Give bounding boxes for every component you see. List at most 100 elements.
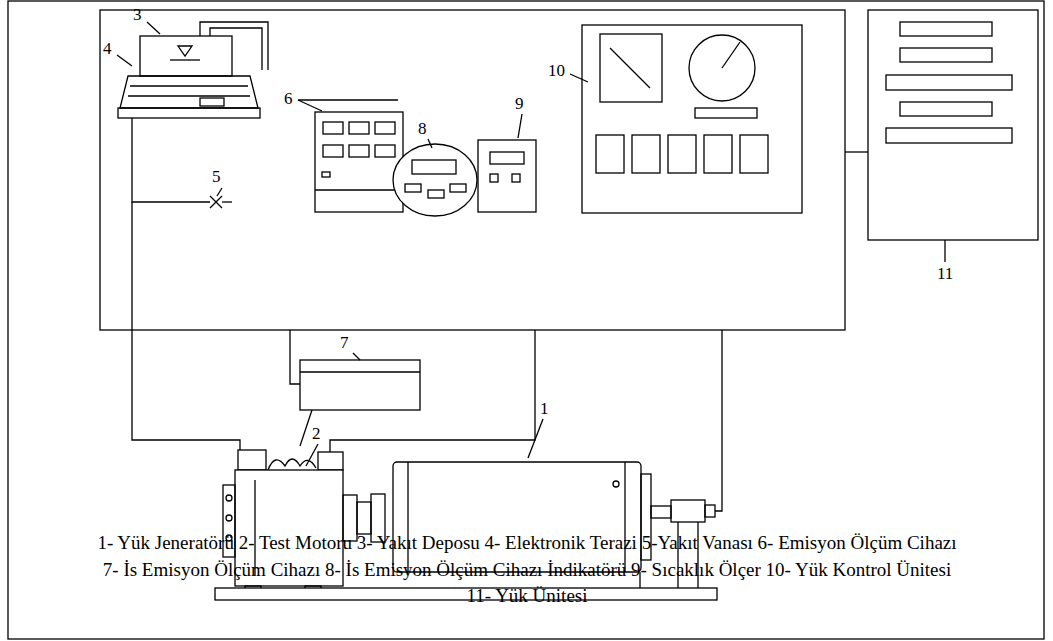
test-engine bbox=[226, 515, 232, 521]
fuel-line-and-valve bbox=[222, 201, 232, 202]
leader-line bbox=[428, 139, 432, 148]
fuel-tank-and-scale bbox=[210, 28, 262, 70]
load-unit bbox=[845, 10, 1038, 240]
speed-sensor bbox=[651, 506, 671, 518]
fuel-tank-and-scale bbox=[118, 22, 268, 118]
smoke-meter bbox=[290, 330, 535, 452]
load-control-unit bbox=[668, 135, 696, 173]
fuel-line-and-valve bbox=[132, 202, 240, 450]
smoke-indicator bbox=[428, 190, 444, 198]
coupling bbox=[357, 502, 371, 534]
load-control-unit bbox=[582, 25, 802, 213]
speed-sensor bbox=[715, 330, 722, 511]
leader-line bbox=[217, 188, 222, 196]
leader-line bbox=[147, 22, 160, 34]
emission-analyser bbox=[315, 112, 403, 212]
load-control-unit bbox=[695, 108, 757, 118]
temperature-meter bbox=[478, 140, 536, 212]
emission-analyser bbox=[375, 145, 395, 157]
leader-line bbox=[528, 419, 543, 458]
load-control-unit bbox=[722, 42, 740, 68]
fuel-tank-and-scale bbox=[128, 95, 250, 96]
fuel-tank-and-scale bbox=[170, 59, 200, 60]
load-unit bbox=[868, 10, 1038, 240]
fuel-tank-and-scale bbox=[130, 85, 248, 86]
temperature-meter bbox=[478, 140, 536, 212]
smoke-indicator bbox=[450, 184, 466, 192]
leader-line bbox=[117, 55, 132, 66]
emission-analyser bbox=[323, 122, 343, 134]
load-generator bbox=[393, 462, 641, 572]
smoke-meter bbox=[290, 330, 300, 384]
emission-analyser bbox=[315, 189, 403, 190]
temperature-meter bbox=[490, 152, 524, 164]
instrument-panel bbox=[100, 10, 845, 330]
emission-analyser bbox=[323, 145, 343, 157]
load-unit bbox=[900, 48, 992, 62]
callout-number: 4 bbox=[103, 40, 112, 58]
load-unit bbox=[900, 22, 992, 36]
smoke-meter bbox=[330, 330, 535, 452]
fuel-tank-and-scale bbox=[178, 46, 192, 56]
callout-number: 2 bbox=[312, 425, 321, 443]
figure-frame bbox=[8, 1, 1044, 639]
smoke-indicator bbox=[393, 144, 477, 216]
emission-analyser bbox=[315, 112, 403, 212]
callout-number: 9 bbox=[515, 95, 524, 113]
load-control-unit bbox=[740, 135, 768, 173]
load-control-unit bbox=[610, 48, 650, 88]
load-unit bbox=[900, 102, 992, 116]
temperature-meter bbox=[490, 174, 498, 182]
speed-sensor bbox=[671, 500, 705, 522]
test-engine bbox=[318, 452, 343, 470]
leader-line bbox=[117, 22, 945, 466]
load-generator bbox=[624, 462, 625, 572]
load-control-unit bbox=[600, 34, 662, 102]
load-control-unit bbox=[704, 135, 732, 173]
load-control-unit bbox=[632, 135, 660, 173]
fuel-line-and-valve bbox=[132, 118, 240, 450]
base-plate bbox=[215, 588, 717, 600]
load-generator bbox=[407, 462, 408, 572]
leader-line bbox=[298, 100, 322, 111]
fuel-tank-and-scale bbox=[118, 108, 260, 118]
callout-number: 11 bbox=[937, 265, 953, 283]
smoke-meter bbox=[300, 360, 420, 410]
fuel-tank-and-scale bbox=[200, 98, 224, 106]
callout-number: 6 bbox=[284, 90, 293, 108]
callout-number: 3 bbox=[133, 6, 142, 24]
callout-number: 7 bbox=[340, 334, 349, 352]
emission-analyser bbox=[349, 145, 369, 157]
smoke-meter bbox=[300, 371, 420, 372]
leader-line bbox=[518, 114, 522, 138]
leader-line bbox=[298, 99, 398, 100]
callout-number: 5 bbox=[212, 168, 221, 186]
figure-caption: 1- Yük Jeneratörü 2- Test Motoru 3- Yakı… bbox=[92, 530, 962, 610]
leader-line bbox=[944, 240, 945, 262]
callout-number: 1 bbox=[540, 400, 549, 418]
instrument-panel bbox=[100, 10, 845, 330]
leader-line bbox=[306, 444, 318, 466]
callout-number: 8 bbox=[418, 120, 427, 138]
temperature-meter bbox=[512, 174, 520, 182]
smoke-indicator bbox=[393, 144, 477, 216]
emission-analyser bbox=[322, 172, 330, 177]
load-unit bbox=[845, 151, 868, 152]
test-engine bbox=[238, 450, 266, 470]
fuel-tank-and-scale bbox=[140, 36, 232, 76]
load-control-unit bbox=[582, 25, 802, 213]
smoke-meter bbox=[300, 410, 312, 446]
speed-sensor bbox=[705, 505, 715, 517]
leader-line bbox=[353, 353, 360, 360]
load-unit bbox=[886, 75, 1012, 90]
leader-line bbox=[570, 74, 588, 82]
fuel-line-and-valve bbox=[210, 196, 222, 208]
callout-number: 10 bbox=[548, 62, 565, 80]
fuel-tank-and-scale bbox=[120, 76, 258, 108]
fuel-tank-and-scale bbox=[200, 22, 268, 70]
test-rig-illustration bbox=[8, 1, 1044, 639]
load-unit bbox=[886, 128, 1012, 143]
load-generator bbox=[613, 481, 619, 487]
emission-analyser bbox=[375, 122, 395, 134]
